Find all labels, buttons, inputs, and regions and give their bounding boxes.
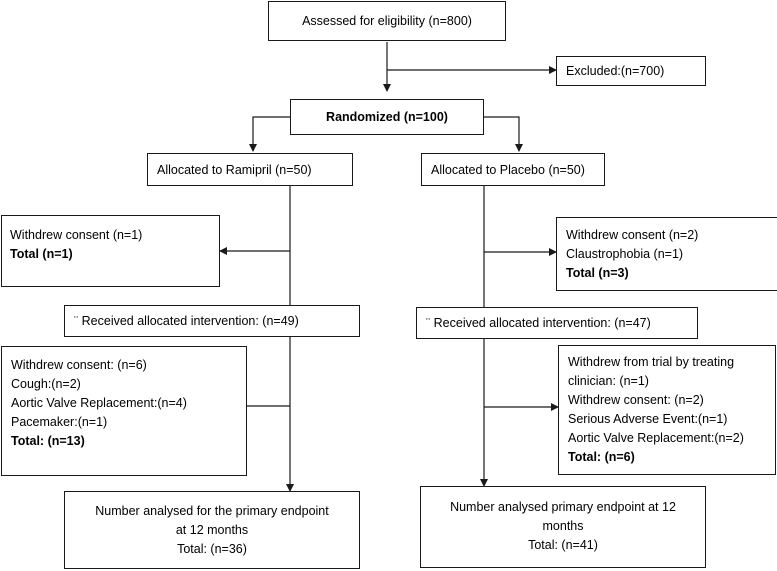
right-withdrawn2-line: Serious Adverse Event:(n=1) bbox=[568, 412, 728, 426]
excluded-box: Excluded:(n=700) bbox=[556, 56, 706, 86]
right-withdrawn2-line: clinician: (n=1) bbox=[568, 374, 649, 388]
left-received-text: ¨ Received allocated intervention: (n=49… bbox=[74, 314, 299, 328]
right-withdrawn1-line: Claustrophobia (n=1) bbox=[566, 247, 684, 261]
right-withdrawn1-line: Withdrew consent (n=2) bbox=[566, 228, 699, 242]
right-withdrawn2-line: Withdrew from trial by treating bbox=[568, 355, 735, 369]
excluded-text: Excluded:(n=700) bbox=[566, 64, 665, 78]
connector-randomized-right bbox=[484, 116, 523, 152]
connector-randomized-left bbox=[249, 116, 290, 152]
left-withdrawn1-box: Withdrew consent (n=1) Total (n=1) bbox=[1, 215, 220, 287]
left-withdrawn1-total: Total (n=1) bbox=[10, 247, 73, 261]
right-received-box: ¨ Received allocated intervention: (n=47… bbox=[416, 307, 698, 339]
right-analysed-total: Total: (n=41) bbox=[528, 538, 598, 552]
right-withdrawn2-line: Withdrew consent: (n=2) bbox=[568, 393, 704, 407]
right-analysed-box: Number analysed primary endpoint at 12 m… bbox=[420, 486, 706, 568]
allocated-placebo-box: Allocated to Placebo (n=50) bbox=[421, 153, 605, 186]
right-withdrawn2-total: Total: (n=6) bbox=[568, 450, 635, 464]
right-withdrawn1-total: Total (n=3) bbox=[566, 266, 629, 280]
left-withdrawn1-line: Withdrew consent (n=1) bbox=[10, 228, 143, 242]
left-analysed-total: Total: (n=36) bbox=[177, 542, 247, 556]
right-received-text: ¨ Received allocated intervention: (n=47… bbox=[426, 316, 651, 330]
right-analysed-line: Number analysed primary endpoint at 12 bbox=[450, 500, 676, 514]
allocated-ramipril-box: Allocated to Ramipril (n=50) bbox=[147, 153, 353, 186]
left-analysed-line: Number analysed for the primary endpoint bbox=[95, 504, 329, 518]
left-withdrawn2-line: Cough:(n=2) bbox=[11, 377, 81, 391]
left-withdrawn2-line: Withdrew consent: (n=6) bbox=[11, 358, 147, 372]
right-withdrawn2-box: Withdrew from trial by treating clinicia… bbox=[558, 345, 776, 475]
right-analysed-line: months bbox=[542, 519, 584, 533]
assessed-box: Assessed for eligibility (n=800) bbox=[268, 1, 506, 41]
left-withdrawn2-total: Total: (n=13) bbox=[11, 434, 85, 448]
left-analysed-line: at 12 months bbox=[175, 523, 249, 537]
allocated-placebo-text: Allocated to Placebo (n=50) bbox=[431, 163, 585, 177]
left-withdrawn2-line: Pacemaker:(n=1) bbox=[11, 415, 108, 429]
left-withdrawn2-box: Withdrew consent: (n=6) Cough:(n=2) Aort… bbox=[1, 346, 247, 476]
randomized-text: Randomized (n=100) bbox=[326, 110, 448, 124]
right-withdrawn1-box: Withdrew consent (n=2) Claustrophobia (n… bbox=[556, 217, 777, 291]
right-withdrawn2-line: Aortic Valve Replacement:(n=2) bbox=[568, 431, 744, 445]
randomized-box: Randomized (n=100) bbox=[290, 99, 484, 135]
left-analysed-box: Number analysed for the primary endpoint… bbox=[64, 491, 360, 569]
left-received-box: ¨ Received allocated intervention: (n=49… bbox=[64, 305, 360, 337]
assessed-text: Assessed for eligibility (n=800) bbox=[302, 14, 472, 28]
allocated-ramipril-text: Allocated to Ramipril (n=50) bbox=[157, 163, 312, 177]
left-withdrawn2-line: Aortic Valve Replacement:(n=4) bbox=[11, 396, 187, 410]
